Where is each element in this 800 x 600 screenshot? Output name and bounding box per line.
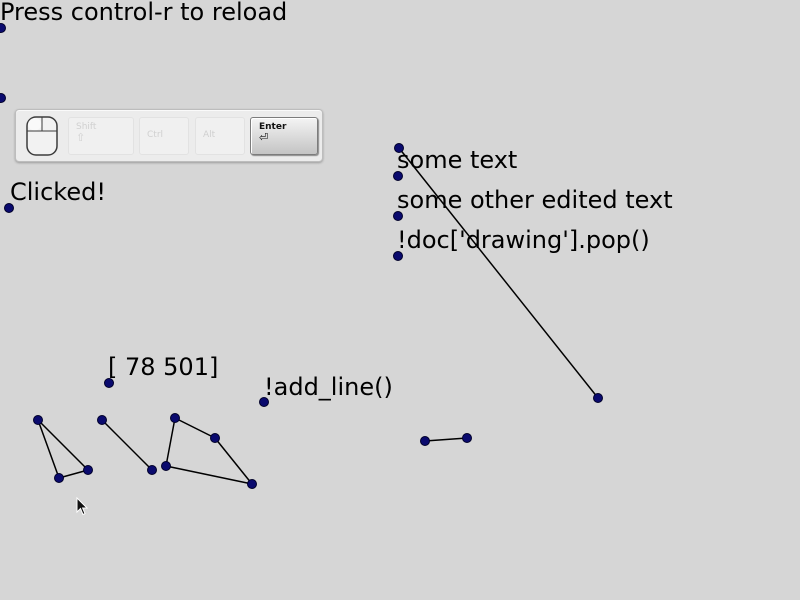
drawing-line[interactable]: [165, 417, 176, 467]
drawing-line[interactable]: [424, 437, 468, 442]
anchor-point[interactable]: [393, 211, 403, 221]
anchor-point[interactable]: [247, 479, 257, 489]
add-line-label: !add_line(): [264, 373, 393, 401]
alt-key-label: Alt: [203, 130, 216, 140]
anchor-point[interactable]: [161, 461, 171, 471]
anchor-point[interactable]: [393, 171, 403, 181]
anchor-point[interactable]: [33, 415, 43, 425]
mouse-cursor-icon: [76, 497, 88, 516]
drawing-line[interactable]: [174, 417, 216, 439]
anchor-point[interactable]: [104, 378, 114, 388]
anchor-point[interactable]: [0, 23, 6, 33]
anchor-point[interactable]: [147, 465, 157, 475]
enter-key-label: Enter: [259, 122, 287, 132]
drawing-line[interactable]: [37, 419, 89, 471]
mouse-icon: [26, 116, 58, 156]
drawing-line[interactable]: [101, 419, 153, 471]
drawing-line[interactable]: [398, 147, 599, 399]
drawing-line[interactable]: [165, 465, 253, 485]
alt-key: Alt: [195, 117, 245, 155]
ctrl-key-label: Ctrl: [147, 130, 164, 140]
anchor-point[interactable]: [462, 433, 472, 443]
anchor-point[interactable]: [0, 93, 6, 103]
reload-hint: Press control-r to reload: [0, 0, 288, 26]
shift-icon: ⇧: [76, 131, 86, 144]
text-item-doc-drawing-pop: !doc['drawing'].pop(): [397, 226, 650, 254]
shift-key-label: Shift: [76, 122, 97, 132]
drawing-line[interactable]: [37, 419, 60, 479]
enter-icon: ⏎: [259, 131, 269, 144]
enter-key: Enter ⏎: [250, 117, 318, 155]
drawing-line[interactable]: [58, 469, 89, 479]
anchor-point[interactable]: [394, 143, 404, 153]
anchor-point[interactable]: [170, 413, 180, 423]
anchor-point[interactable]: [420, 436, 430, 446]
text-item-some-text: some text: [397, 146, 518, 174]
input-indicator-strip: Shift ⇧ Ctrl Alt Enter ⏎: [15, 109, 323, 162]
anchor-point[interactable]: [259, 397, 269, 407]
clicked-label: Clicked!: [10, 178, 106, 206]
anchor-point[interactable]: [4, 203, 14, 213]
anchor-point[interactable]: [593, 393, 603, 403]
text-item-some-other-edited-text: some other edited text: [397, 186, 673, 214]
drawing-line[interactable]: [214, 437, 253, 485]
ctrl-key: Ctrl: [139, 117, 189, 155]
anchor-point[interactable]: [210, 433, 220, 443]
coordinates-label: [ 78 501]: [108, 353, 219, 381]
anchor-point[interactable]: [97, 415, 107, 425]
anchor-point[interactable]: [83, 465, 93, 475]
shift-key: Shift ⇧: [68, 117, 134, 155]
anchor-point[interactable]: [54, 473, 64, 483]
anchor-point[interactable]: [393, 251, 403, 261]
